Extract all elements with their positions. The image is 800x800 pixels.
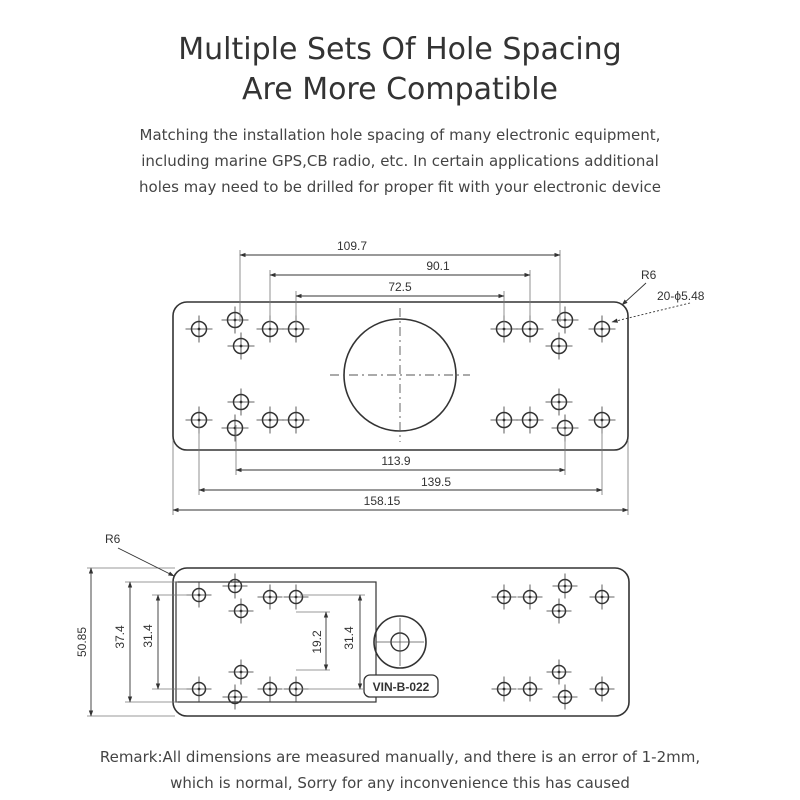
top-holes <box>185 306 616 442</box>
mounting-hole <box>588 315 616 343</box>
mounting-hole <box>222 684 248 710</box>
mounting-hole <box>545 332 573 360</box>
label-158-15: 158.15 <box>364 494 401 508</box>
mounting-hole <box>221 306 249 334</box>
label-hole-spec: 20-ϕ5.48 <box>657 289 705 303</box>
top-view: 109.7 90.1 72.5 113.9 139.5 158.15 R6 20… <box>172 239 705 515</box>
label-top-radius: R6 <box>641 268 657 282</box>
mounting-hole <box>283 584 309 610</box>
label-50-85: 50.85 <box>75 627 89 657</box>
mounting-hole <box>227 388 255 416</box>
model-label-box <box>363 674 439 698</box>
side-view: VIN-B-022 R6 50.85 37.4 31.4 19.2 <box>75 532 630 717</box>
mounting-hole <box>552 684 578 710</box>
subtitle-line-2: including marine GPS,CB radio, etc. In c… <box>141 152 659 170</box>
remark-note: Remark:All dimensions are measured manua… <box>0 744 800 796</box>
page-subtitle: Matching the installation hole spacing o… <box>0 122 800 200</box>
mounting-hole <box>257 676 283 702</box>
subtitle-line-1: Matching the installation hole spacing o… <box>139 126 661 144</box>
label-31-4-left: 31.4 <box>141 624 155 648</box>
side-holes <box>186 573 615 710</box>
mounting-hole <box>546 598 572 624</box>
title-line-1: Multiple Sets Of Hole Spacing <box>178 32 622 67</box>
mounting-hole <box>551 306 579 334</box>
label-31-4-right: 31.4 <box>342 626 356 650</box>
label-109-7: 109.7 <box>337 239 367 253</box>
mounting-hole <box>227 332 255 360</box>
mounting-hole <box>516 406 544 434</box>
side-dimension-lines <box>88 547 363 717</box>
mounting-hole <box>491 676 517 702</box>
top-plate-outline <box>172 301 629 451</box>
label-19-2: 19.2 <box>310 630 324 654</box>
remark-line-1: Remark:All dimensions are measured manua… <box>99 748 701 766</box>
mounting-hole <box>545 388 573 416</box>
label-90-1: 90.1 <box>426 259 450 273</box>
mounting-hole <box>282 406 310 434</box>
mounting-hole <box>588 406 616 434</box>
label-side-radius: R6 <box>105 532 121 546</box>
side-plate-outline <box>172 567 630 717</box>
mounting-hole <box>552 573 578 599</box>
top-dimension-lines <box>172 252 691 513</box>
mounting-hole <box>221 414 249 442</box>
mounting-hole <box>589 676 615 702</box>
mounting-hole <box>257 584 283 610</box>
side-extension-lines <box>87 567 365 717</box>
mounting-hole <box>222 573 248 599</box>
mounting-hole <box>256 406 284 434</box>
subtitle-line-3: holes may need to be drilled for proper … <box>139 178 661 196</box>
side-center-boss <box>373 615 427 669</box>
top-center-cutout <box>330 308 470 442</box>
remark-line-2: which is normal, Sorry for any inconveni… <box>170 774 630 792</box>
label-113-9: 113.9 <box>381 454 410 468</box>
mounting-hole <box>490 406 518 434</box>
mounting-hole <box>228 659 254 685</box>
model-label: VIN-B-022 <box>373 680 430 694</box>
mounting-hole <box>491 584 517 610</box>
label-72-5: 72.5 <box>388 280 412 294</box>
mounting-hole <box>228 598 254 624</box>
title-line-2: Are More Compatible <box>242 72 558 107</box>
page-title: Multiple Sets Of Hole Spacing Are More C… <box>0 30 800 110</box>
mounting-hole <box>546 659 572 685</box>
mounting-hole <box>517 676 543 702</box>
label-37-4: 37.4 <box>113 625 127 649</box>
mounting-hole <box>517 584 543 610</box>
mounting-hole <box>589 584 615 610</box>
mounting-hole <box>185 315 213 343</box>
label-139-5: 139.5 <box>421 475 451 489</box>
